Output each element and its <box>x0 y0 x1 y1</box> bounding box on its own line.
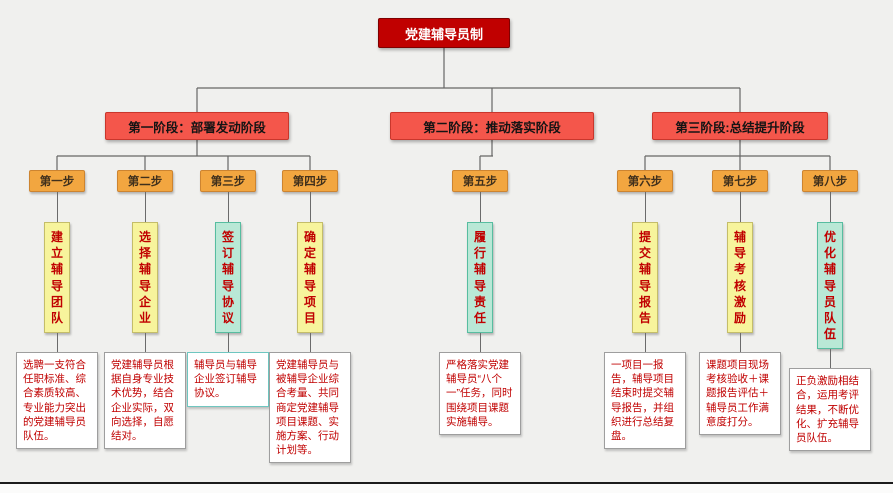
connector-line <box>829 349 831 369</box>
step-column-6: 第六步 提交辅导报告 一项目一报告，辅导项目结束时提交辅导报告，并组织进行总结复… <box>604 170 686 450</box>
description-node: 课题项目现场考核验收＋课题报告评估＋辅导员工作满意度打分。 <box>699 352 781 435</box>
step-column-5: 第五步 履行辅导责任 严格落实党建辅导员“八个一”任务，同时围绕项目课题实施辅导… <box>439 170 521 435</box>
connector-line <box>739 333 741 353</box>
connector-line <box>829 192 831 222</box>
connector-line <box>309 333 311 353</box>
connector-line <box>479 333 481 353</box>
task-node: 签订辅导协议 <box>215 222 241 334</box>
phase-node-1: 第一阶段：部署发动阶段 <box>105 112 289 140</box>
step-node: 第五步 <box>452 170 508 192</box>
connector-line <box>227 333 229 353</box>
phase-node-3: 第三阶段:总结提升阶段 <box>652 112 828 140</box>
task-node: 建立辅导团队 <box>44 222 70 334</box>
step-column-8: 第八步 优化辅导员队伍 正负激励相结合，运用考评结果，不断优化、扩充辅导员队伍。 <box>789 170 871 452</box>
connector-line <box>309 192 311 222</box>
connector-line <box>144 333 146 353</box>
task-node: 履行辅导责任 <box>467 222 493 334</box>
connector-line <box>644 192 646 222</box>
description-node: 党建辅导员根据自身专业技术优势，结合企业实际，双向选择，自愿结对。 <box>104 352 186 450</box>
description-node: 一项目一报告，辅导项目结束时提交辅导报告，并组织进行总结复盘。 <box>604 352 686 450</box>
connector-line <box>227 192 229 222</box>
task-node: 提交辅导报告 <box>632 222 658 334</box>
step-node: 第四步 <box>282 170 338 192</box>
description-node: 正负激励相结合，运用考评结果，不断优化、扩充辅导员队伍。 <box>789 368 871 452</box>
task-node: 确定辅导项目 <box>297 222 323 334</box>
description-node: 辅导员与辅导企业签订辅导协议。 <box>187 352 269 407</box>
step-node: 第七步 <box>712 170 768 192</box>
step-column-1: 第一步 建立辅导团队 选聘一支符合任职标准、综合素质较高、专业能力突出的党建辅导… <box>16 170 98 450</box>
step-node: 第二步 <box>117 170 173 192</box>
connector-line <box>479 192 481 222</box>
description-node: 选聘一支符合任职标准、综合素质较高、专业能力突出的党建辅导员队伍。 <box>16 352 98 450</box>
connector-line <box>739 192 741 222</box>
step-node: 第一步 <box>29 170 85 192</box>
connector-line <box>644 333 646 353</box>
root-node: 党建辅导员制 <box>378 18 510 48</box>
slide-edge-margin <box>0 484 893 493</box>
connector-line <box>56 192 58 222</box>
step-column-7: 第七步 辅导考核激励 课题项目现场考核验收＋课题报告评估＋辅导员工作满意度打分。 <box>699 170 781 435</box>
step-column-4: 第四步 确定辅导项目 党建辅导员与被辅导企业综合考量、共同商定党建辅导项目课题、… <box>269 170 351 464</box>
step-column-2: 第二步 选择辅导企业 党建辅导员根据自身专业技术优势，结合企业实际，双向选择，自… <box>104 170 186 450</box>
connector-line <box>144 192 146 222</box>
description-node: 严格落实党建辅导员“八个一”任务，同时围绕项目课题实施辅导。 <box>439 352 521 435</box>
connector-line <box>56 333 58 353</box>
step-node: 第三步 <box>200 170 256 192</box>
task-node: 优化辅导员队伍 <box>817 222 843 350</box>
step-node: 第八步 <box>802 170 858 192</box>
task-node: 选择辅导企业 <box>132 222 158 334</box>
step-node: 第六步 <box>617 170 673 192</box>
task-node: 辅导考核激励 <box>727 222 753 334</box>
step-column-3: 第三步 签订辅导协议 辅导员与辅导企业签订辅导协议。 <box>187 170 269 407</box>
description-node: 党建辅导员与被辅导企业综合考量、共同商定党建辅导项目课题、实施方案、行动计划等。 <box>269 352 351 464</box>
phase-node-2: 第二阶段：推动落实阶段 <box>390 112 594 140</box>
slide-edge-line <box>0 482 893 484</box>
